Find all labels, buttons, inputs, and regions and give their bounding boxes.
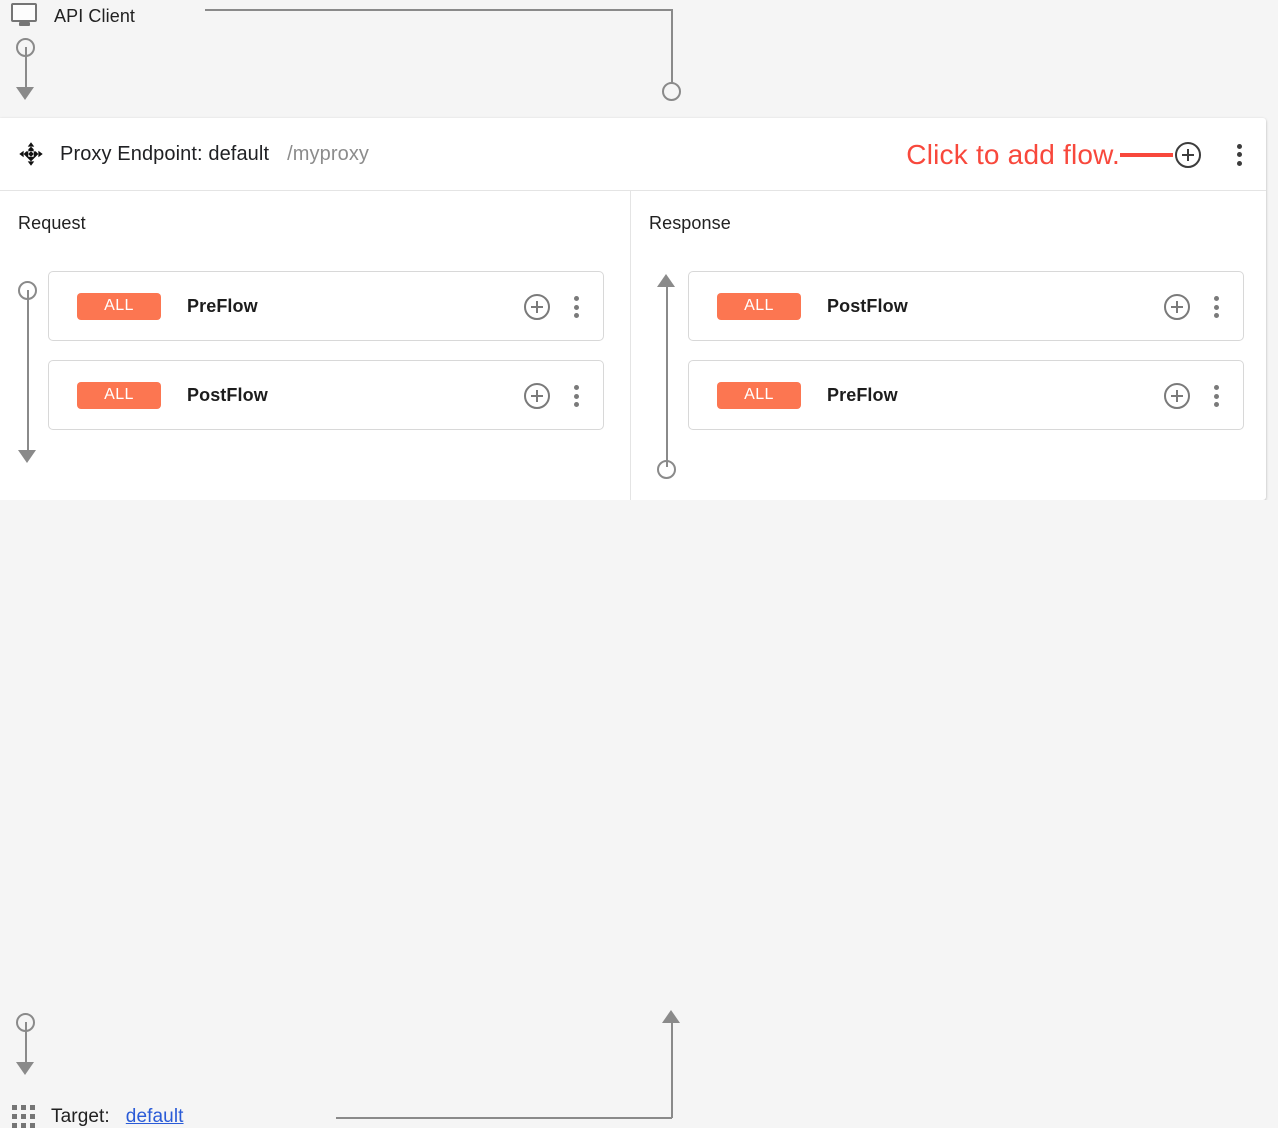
- target-return-vertical-line: [671, 1022, 673, 1118]
- flow-card-actions: [1163, 361, 1229, 431]
- add-step-button[interactable]: [524, 383, 550, 409]
- target-link-default[interactable]: default: [125, 1105, 184, 1127]
- flow-verb-badge: ALL: [77, 381, 161, 409]
- flow-card-actions: [523, 361, 589, 431]
- flow-menu-button[interactable]: [565, 294, 589, 320]
- client-connector-line: [24, 47, 27, 90]
- annotation-pointer-line: [1120, 152, 1173, 157]
- add-flow-annotation: Click to add flow.: [906, 138, 1120, 170]
- request-flow-arrow-down-icon: [18, 450, 36, 463]
- monitor-icon: [10, 2, 40, 30]
- flow-columns: Request ALL PreFlow ALL P: [0, 191, 1266, 500]
- flow-verb-badge: ALL: [717, 381, 801, 409]
- request-flow-list: ALL PreFlow ALL PostFlow: [48, 271, 604, 449]
- api-client-strip: API Client: [0, 0, 1278, 118]
- api-client-label: API Client: [54, 5, 136, 26]
- target-return-horizontal-line: [336, 1117, 672, 1119]
- add-step-button[interactable]: [1164, 294, 1190, 320]
- target-label: Target:: [51, 1105, 110, 1127]
- flow-name: PreFlow: [827, 384, 898, 405]
- proxy-endpoint-header-actions: Click to add flow.: [906, 118, 1252, 191]
- add-step-button[interactable]: [1164, 383, 1190, 409]
- flow-name: PreFlow: [187, 295, 258, 316]
- proxy-endpoint-menu-button[interactable]: [1228, 142, 1252, 168]
- response-column: Response ALL PostFlow ALL: [631, 191, 1266, 500]
- flow-menu-button[interactable]: [1205, 383, 1229, 409]
- api-client-node[interactable]: API Client: [10, 2, 135, 30]
- proxy-endpoint-header: Proxy Endpoint: default /myproxy Click t…: [0, 118, 1266, 191]
- request-column-title: Request: [18, 213, 86, 233]
- flow-card[interactable]: ALL PreFlow: [688, 360, 1244, 430]
- target-connector-arrow-down-icon: [16, 1062, 34, 1075]
- return-connector-horizontal-line: [205, 9, 672, 11]
- add-flow-button[interactable]: [1175, 141, 1201, 168]
- flow-card-actions: [523, 272, 589, 342]
- proxy-endpoint-title: Proxy Endpoint: default: [60, 142, 270, 165]
- flow-card[interactable]: ALL PostFlow: [688, 271, 1244, 341]
- response-flow-line: [665, 287, 668, 467]
- flow-card[interactable]: ALL PostFlow: [48, 360, 604, 430]
- response-column-title: Response: [649, 213, 731, 233]
- request-flow-line: [26, 290, 29, 453]
- proxy-endpoint-path: /myproxy: [287, 142, 370, 165]
- return-connector-vertical-line: [671, 9, 673, 83]
- flow-name: PostFlow: [187, 384, 268, 405]
- response-flow-list: ALL PostFlow ALL PreFlow: [688, 271, 1244, 449]
- flow-verb-badge: ALL: [717, 292, 801, 320]
- flow-card[interactable]: ALL PreFlow: [48, 271, 604, 341]
- proxy-endpoint-card: Proxy Endpoint: default /myproxy Click t…: [0, 118, 1266, 500]
- target-strip: Target: default: [0, 500, 1278, 1128]
- add-step-button[interactable]: [524, 294, 550, 320]
- target-node[interactable]: Target: default: [12, 1105, 184, 1128]
- response-flow-arrow-up-icon: [657, 274, 675, 287]
- response-flow-start-circle: [657, 460, 676, 479]
- flow-menu-button[interactable]: [1205, 294, 1229, 320]
- return-connector-end-circle: [662, 82, 681, 101]
- move-handle-icon[interactable]: [18, 141, 44, 167]
- client-connector-arrow-down-icon: [16, 87, 34, 100]
- flow-menu-button[interactable]: [565, 383, 589, 409]
- grid-icon: [12, 1105, 35, 1128]
- target-return-arrow-up-icon: [662, 1010, 680, 1023]
- target-connector-line: [24, 1022, 27, 1065]
- flow-card-actions: [1163, 272, 1229, 342]
- flow-name: PostFlow: [827, 295, 908, 316]
- request-column: Request ALL PreFlow ALL P: [0, 191, 631, 500]
- flow-verb-badge: ALL: [77, 292, 161, 320]
